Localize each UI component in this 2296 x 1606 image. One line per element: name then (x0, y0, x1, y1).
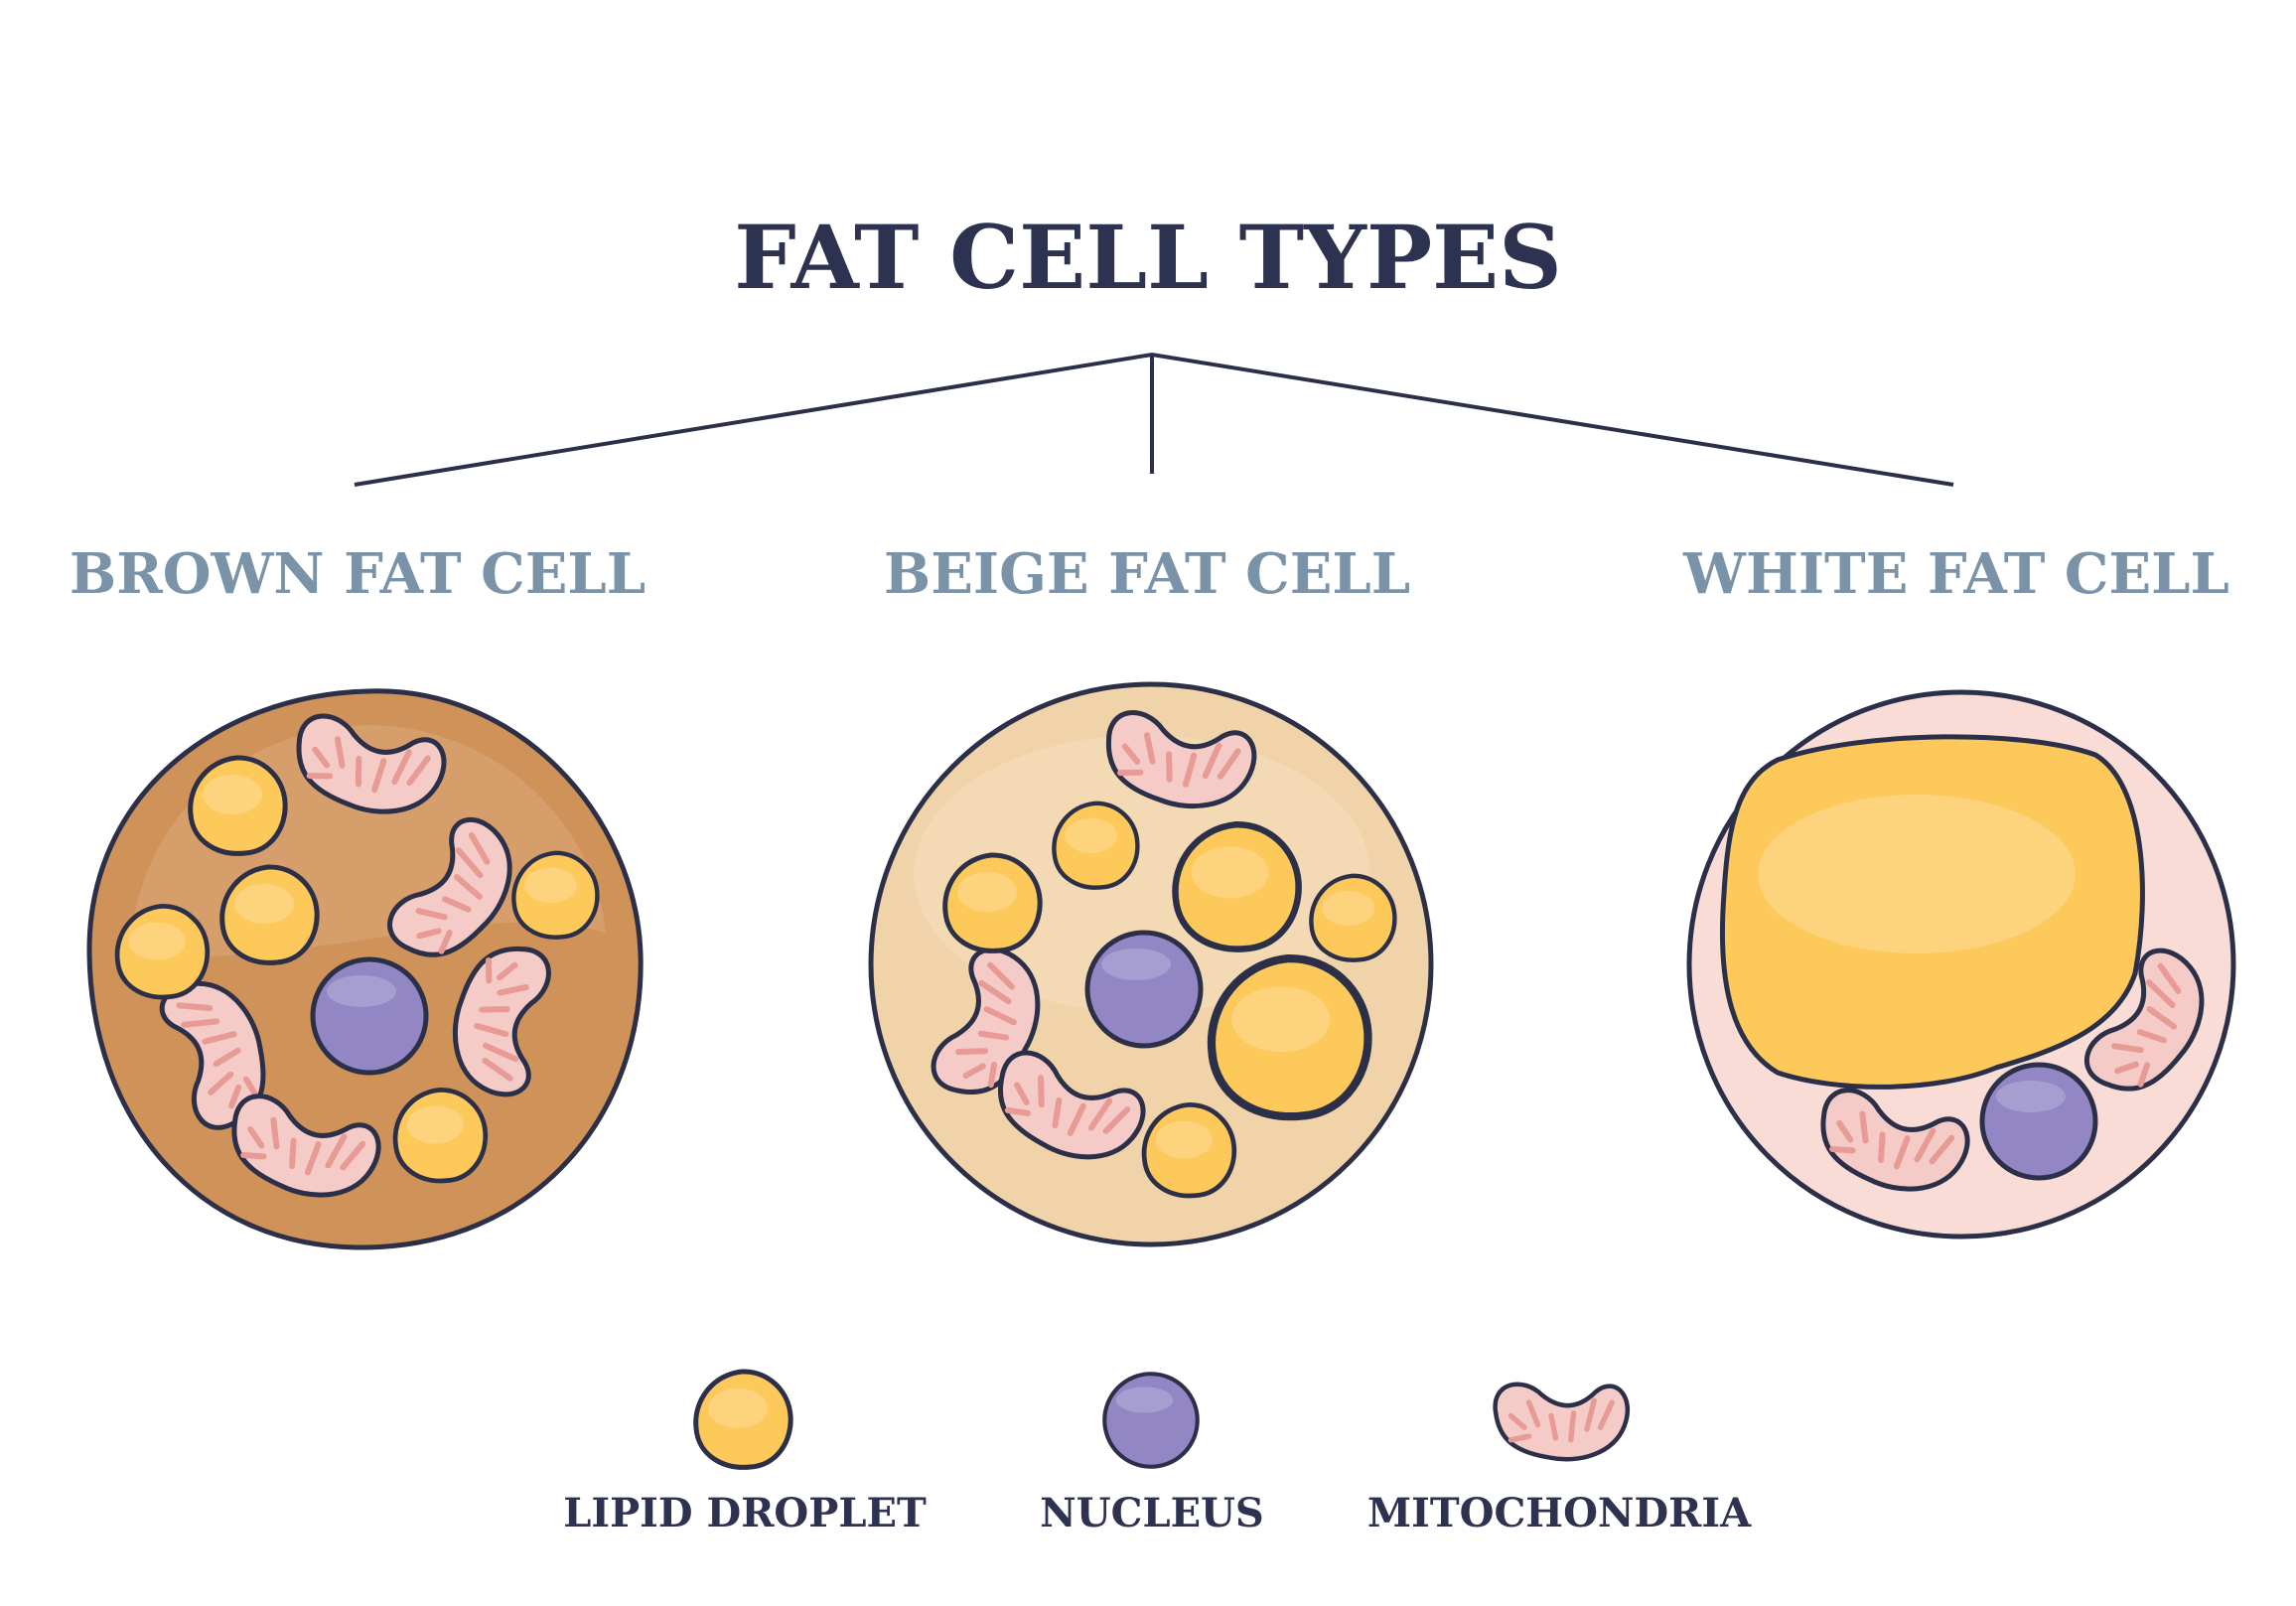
beige-cell-label: BEIGE FAT CELL (884, 541, 1410, 607)
legend-label-nucleus: NUCLEUS (1040, 1490, 1264, 1536)
page-title: FAT CELL TYPES (734, 206, 1562, 309)
lipid-droplet (1054, 803, 1137, 888)
legend: LIPID DROPLET NUCLEUS MITOCHONDRIA (563, 1372, 1752, 1536)
legend-label-mitochondria: MITOCHONDRIA (1367, 1490, 1752, 1536)
lipid-droplet (1212, 958, 1368, 1116)
white-cell-label: WHITE FAT CELL (1682, 541, 2229, 607)
legend-label-lipid-droplet: LIPID DROPLET (563, 1490, 927, 1536)
nucleus (1087, 933, 1201, 1046)
lipid-droplet (1144, 1104, 1234, 1196)
brown-fat-cell (86, 688, 644, 1250)
mitochondria-icon (1496, 1385, 1628, 1460)
lipid-droplet (1311, 876, 1394, 960)
lipid-droplet (945, 855, 1040, 950)
lipid-droplet (222, 867, 317, 962)
lipid-droplet (117, 906, 208, 997)
nucleus-icon (1104, 1374, 1197, 1466)
tree-connector (354, 352, 1954, 487)
beige-fat-cell (868, 681, 1434, 1247)
brown-cell-label: BROWN FAT CELL (70, 541, 646, 607)
white-fat-cell (1686, 689, 2236, 1240)
nucleus (313, 959, 426, 1073)
lipid-droplet (1176, 824, 1299, 949)
lipid-droplet-icon (696, 1372, 790, 1467)
nucleus (1982, 1065, 2095, 1178)
lipid-droplet (513, 853, 597, 938)
lipid-droplet (191, 758, 285, 853)
lipid-droplet (395, 1090, 486, 1181)
